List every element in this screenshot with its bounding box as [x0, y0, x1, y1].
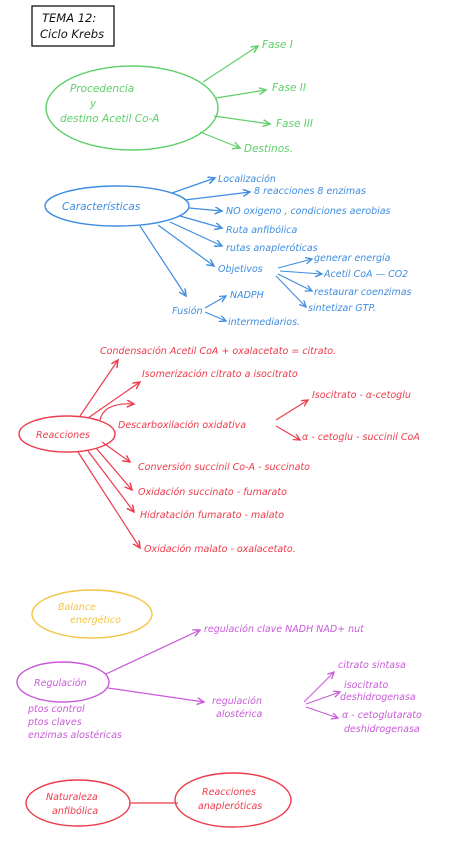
naturaleza-label-2: anfibólica [52, 806, 98, 817]
reaccion-hidratacion: Hidratación fumarato - malato [140, 510, 284, 521]
reaccion-isomerizacion: Isomerización citrato a isocitrato [142, 369, 298, 380]
objetivo-gtp: sintetizar GTP. [308, 303, 376, 314]
arrow-isocitrato [305, 692, 340, 705]
arrow-obj3 [277, 273, 312, 291]
arrow-nadph [204, 296, 226, 309]
arrow-r3 [99, 404, 134, 421]
anfibolica-label: Ruta anfibólica [226, 225, 298, 236]
reaccion-oxidacion-malato: Oxidación malato - oxalacetato. [144, 544, 296, 555]
arrow-r1 [79, 360, 118, 417]
arrow-r5 [95, 447, 132, 490]
localizacion-label: Localización [218, 174, 276, 185]
nadph-label: NADPH [230, 290, 264, 301]
anapleroticas-ellipse [174, 772, 292, 828]
arrow-r4 [101, 441, 130, 462]
procedencia-label-3: destino Acetil Co-A [60, 113, 159, 125]
caracteristicas-group: Características Localización 8 reaccione… [44, 174, 412, 328]
anapleroticas-node-label-1: Reacciones [202, 787, 256, 798]
reaccion-condensacion: Condensación Acetil CoA + oxalacetato = … [100, 346, 336, 357]
arrow-fase1 [202, 46, 258, 83]
arrow-r3b [275, 425, 300, 440]
title-box-frame [31, 5, 115, 47]
arrow-alosterica [107, 687, 204, 702]
ptos-control: ptos control [27, 704, 85, 715]
arrow-anfibolica [179, 215, 222, 228]
arrow-cetoglu [305, 706, 338, 718]
regulacion-ellipse [16, 661, 110, 703]
balance-ellipse [31, 589, 153, 639]
arrow-clave [105, 630, 200, 675]
regulacion-label: Regulación [34, 678, 87, 689]
reacciones-ellipse [18, 415, 116, 453]
ptos-claves: ptos claves [27, 717, 82, 728]
objetivo-energia: generar energía [314, 253, 391, 264]
arrow-objetivos [157, 224, 214, 266]
destinos-label: Destinos. [244, 143, 293, 155]
regulacion-group: Regulación regulación clave NADH NAD+ nu… [16, 624, 422, 741]
objetivo-acetil: Acetil CoA — CO2 [323, 269, 408, 280]
caracteristicas-label: Características [62, 201, 141, 213]
arrow-fase3 [213, 115, 270, 124]
arrow-fase2 [215, 90, 266, 99]
reacciones-group: Reacciones Condensación Acetil CoA + oxa… [18, 346, 420, 555]
alosterica-label-2: alostérica [216, 709, 263, 720]
reaccion-isocitrato: Isocitrato - α-cetoglu [312, 390, 411, 401]
cetoglu-label-2: deshidrogenasa [344, 724, 420, 735]
enzimas-alostericas: enzimas alostéricas [28, 730, 122, 741]
title-line1: TEMA 12: [42, 11, 96, 25]
intermediarios-label: intermediarios. [228, 317, 300, 328]
reacciones-enzimas-label: 8 reacciones 8 enzimas [254, 186, 366, 197]
arrow-fusion [139, 225, 186, 296]
arrow-citrato [303, 672, 334, 703]
arrow-intermediarios [204, 311, 226, 321]
title-line2: Ciclo Krebs [40, 27, 104, 41]
arrow-reacciones [184, 192, 250, 201]
title-box: TEMA 12: Ciclo Krebs [31, 5, 115, 47]
naturaleza-group: Naturaleza anfibólica Reacciones anapler… [25, 772, 292, 828]
arrow-r7 [77, 451, 140, 548]
fase2-label: Fase II [272, 82, 306, 94]
objetivo-coenzimas: restaurar coenzimas [314, 287, 412, 298]
regulacion-clave: regulación clave NADH NAD+ nut [204, 624, 365, 635]
reaccion-cetoglu: α - cetoglu - succinil CoA [302, 432, 420, 443]
fase3-label: Fase III [276, 118, 313, 130]
arrow-localizacion [171, 178, 215, 194]
arrow-obj4 [275, 275, 306, 307]
reaccion-oxidacion-succinato: Oxidación succinato - fumarato [138, 487, 287, 498]
balance-label-1: Balance [58, 602, 96, 613]
objetivos-label: Objetivos [218, 264, 263, 275]
balance-group: Balance energético [31, 589, 153, 639]
balance-label-2: energético [70, 615, 121, 626]
arrow-r6 [87, 450, 134, 512]
naturaleza-ellipse [25, 779, 131, 827]
isocitrato-label-2: deshidrogenasa [340, 692, 416, 703]
cetoglu-label-1: α - cetoglutarato [342, 710, 422, 721]
arrow-oxigeno [188, 208, 222, 211]
naturaleza-label-1: Naturaleza [46, 792, 98, 803]
arrow-destinos [199, 131, 240, 148]
anapleroticas-label: rutas anapleróticas [226, 243, 318, 254]
arrow-anapleroticas [169, 221, 222, 246]
arrow-r3a [275, 400, 308, 421]
alosterica-label-1: regulación [212, 696, 262, 707]
arrow-obj1 [277, 259, 312, 269]
reaccion-conversion: Conversión succinil Co-A - succinato [138, 462, 310, 473]
caracteristicas-ellipse [44, 185, 190, 227]
arrow-r2 [87, 382, 140, 419]
isocitrato-label-1: isocitrato [344, 680, 388, 691]
anapleroticas-node-label-2: anapleróticas [198, 801, 262, 812]
oxigeno-label: NO oxigeno , condiciones aerobias [226, 206, 391, 217]
procedencia-label-1: Procedencia [70, 83, 134, 95]
procedencia-group: Procedencia y destino Acetil Co-A Fase I… [45, 39, 313, 155]
procedencia-label-2: y [89, 98, 97, 110]
arrow-obj2 [279, 271, 322, 274]
reaccion-descarboxilacion: Descarboxilación oxidativa [118, 420, 246, 431]
procedencia-ellipse [45, 65, 219, 151]
fusion-label: Fusión [172, 306, 203, 317]
fase1-label: Fase I [262, 39, 293, 51]
citrato-sintasa: citrato sintasa [338, 660, 406, 671]
reacciones-label: Reacciones [36, 430, 90, 441]
